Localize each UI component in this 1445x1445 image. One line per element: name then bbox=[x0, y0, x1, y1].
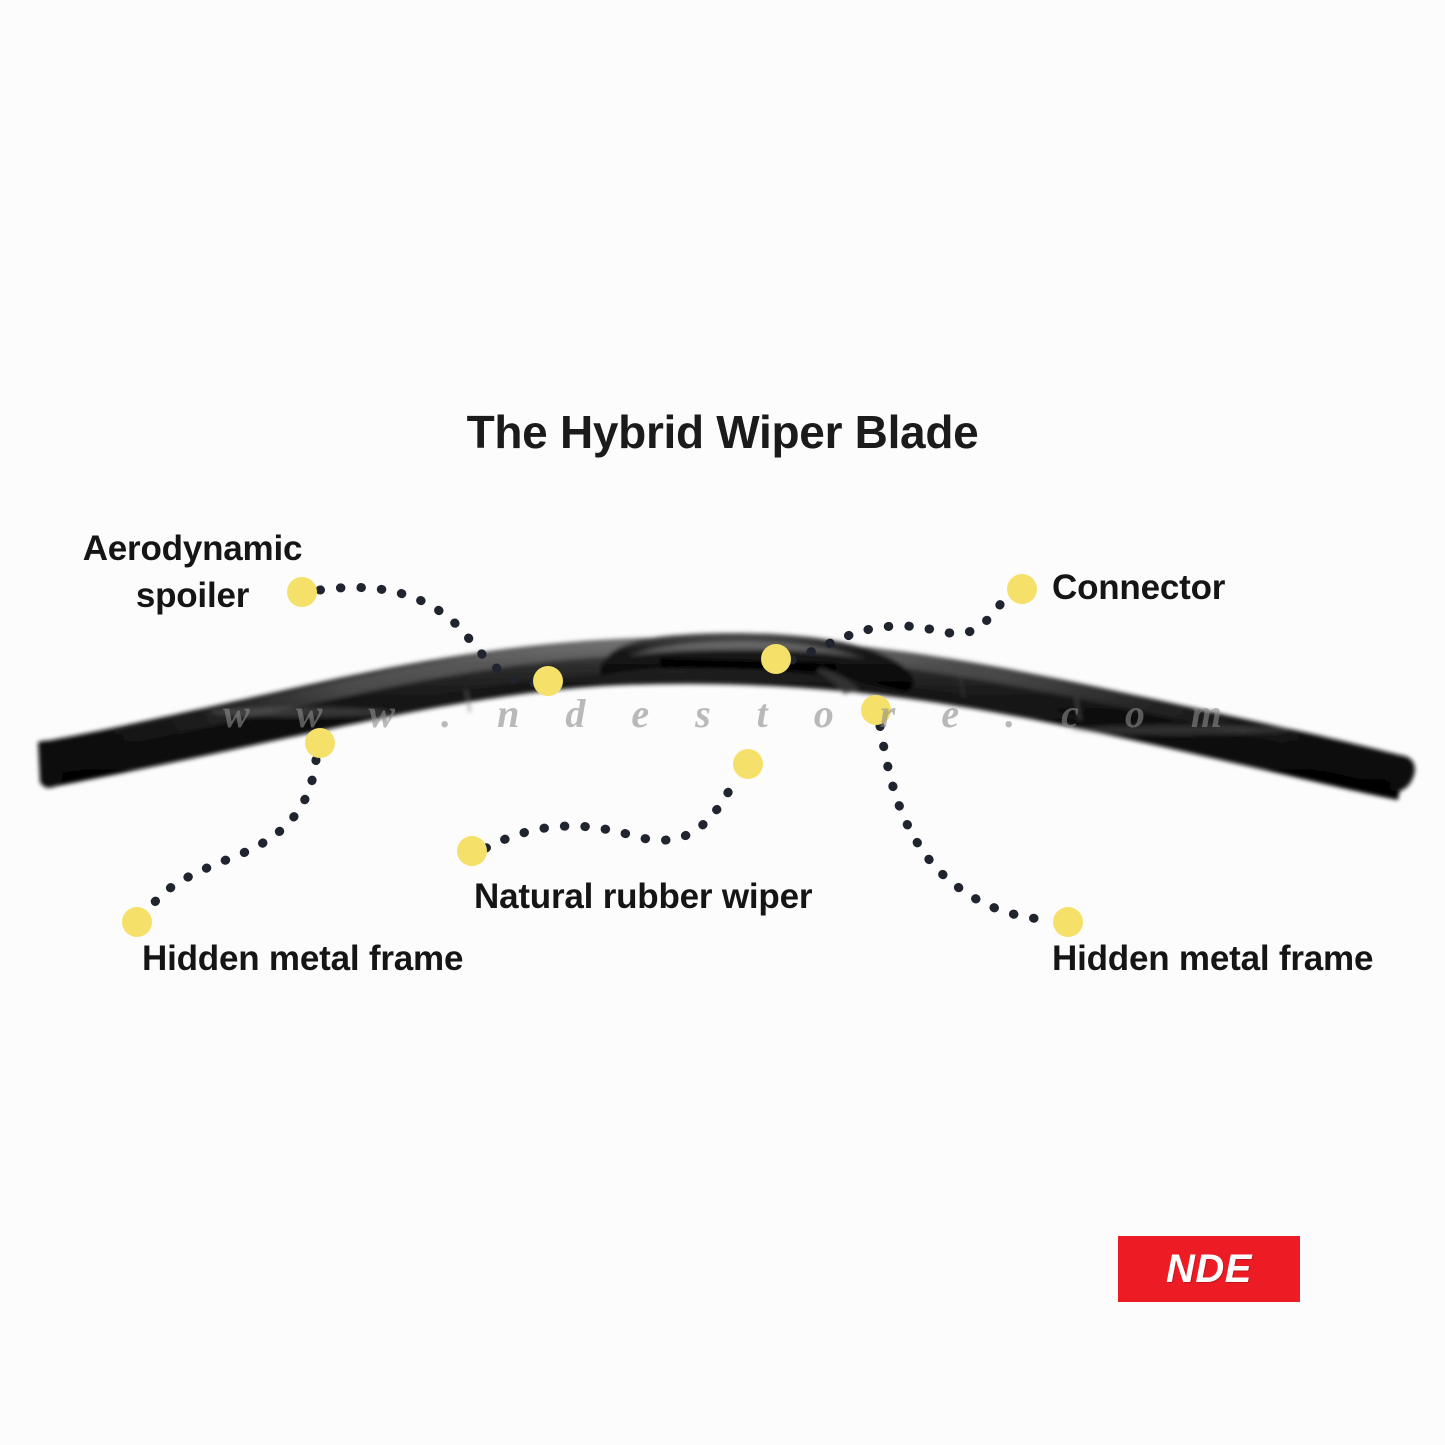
blade-seam-left bbox=[464, 689, 472, 713]
natural-rubber-wiper-blade-dot bbox=[733, 749, 763, 779]
blade-right-tip bbox=[1390, 756, 1415, 792]
blade-spoiler-sheen bbox=[60, 638, 1392, 766]
leader-aerodynamic-spoiler bbox=[315, 583, 539, 688]
brand-badge: NDE bbox=[1118, 1236, 1300, 1302]
connector-top-highlight bbox=[628, 641, 868, 660]
callout-dots-group bbox=[122, 574, 1083, 937]
leader-hidden-metal-frame-right bbox=[875, 721, 1057, 925]
blade-glint-right bbox=[1070, 725, 1290, 735]
callout-label-natural-rubber-wiper: Natural rubber wiper bbox=[474, 877, 813, 916]
connector-clip-notch bbox=[816, 668, 860, 694]
aerodynamic-spoiler-label-dot bbox=[287, 577, 317, 607]
connector-slot bbox=[660, 658, 836, 672]
blade-seam-right bbox=[1074, 697, 1082, 721]
blade-glint-left bbox=[210, 707, 390, 717]
callout-label-aerodynamic-spoiler: Aerodynamic spoiler bbox=[60, 525, 325, 620]
blade-seam-mid-right bbox=[959, 675, 965, 699]
callout-label-connector: Connector bbox=[1052, 568, 1226, 607]
blade-left-tip bbox=[38, 740, 64, 788]
leader-lines-group bbox=[145, 583, 1057, 925]
page-title: The Hybrid Wiper Blade bbox=[466, 406, 979, 458]
leader-hidden-metal-frame-left bbox=[145, 755, 321, 913]
callout-label-hidden-metal-frame-left: Hidden metal frame bbox=[142, 939, 464, 978]
aerodynamic-spoiler-blade-dot bbox=[533, 666, 563, 696]
callout-label-hidden-metal-frame-right: Hidden metal frame bbox=[1052, 939, 1374, 978]
brand-badge-text: NDE bbox=[1166, 1246, 1252, 1291]
blade-body-group bbox=[38, 633, 1415, 800]
hidden-metal-frame-left-label-dot bbox=[122, 907, 152, 937]
connector-label-dot bbox=[1007, 574, 1037, 604]
callout-label-aerodynamic-spoiler-line1: Aerodynamic bbox=[82, 529, 303, 568]
hidden-metal-frame-left-blade-dot bbox=[305, 728, 335, 758]
hidden-metal-frame-right-label-dot bbox=[1053, 907, 1083, 937]
callout-label-aerodynamic-spoiler-line2: spoiler bbox=[135, 576, 250, 616]
connector-blade-dot bbox=[761, 644, 791, 674]
hidden-metal-frame-right-blade-dot bbox=[861, 695, 891, 725]
natural-rubber-wiper-label-dot bbox=[457, 836, 487, 866]
leader-natural-rubber-wiper bbox=[481, 773, 741, 853]
leader-connector bbox=[787, 591, 1011, 665]
blade-rubber-edge bbox=[44, 671, 1400, 800]
